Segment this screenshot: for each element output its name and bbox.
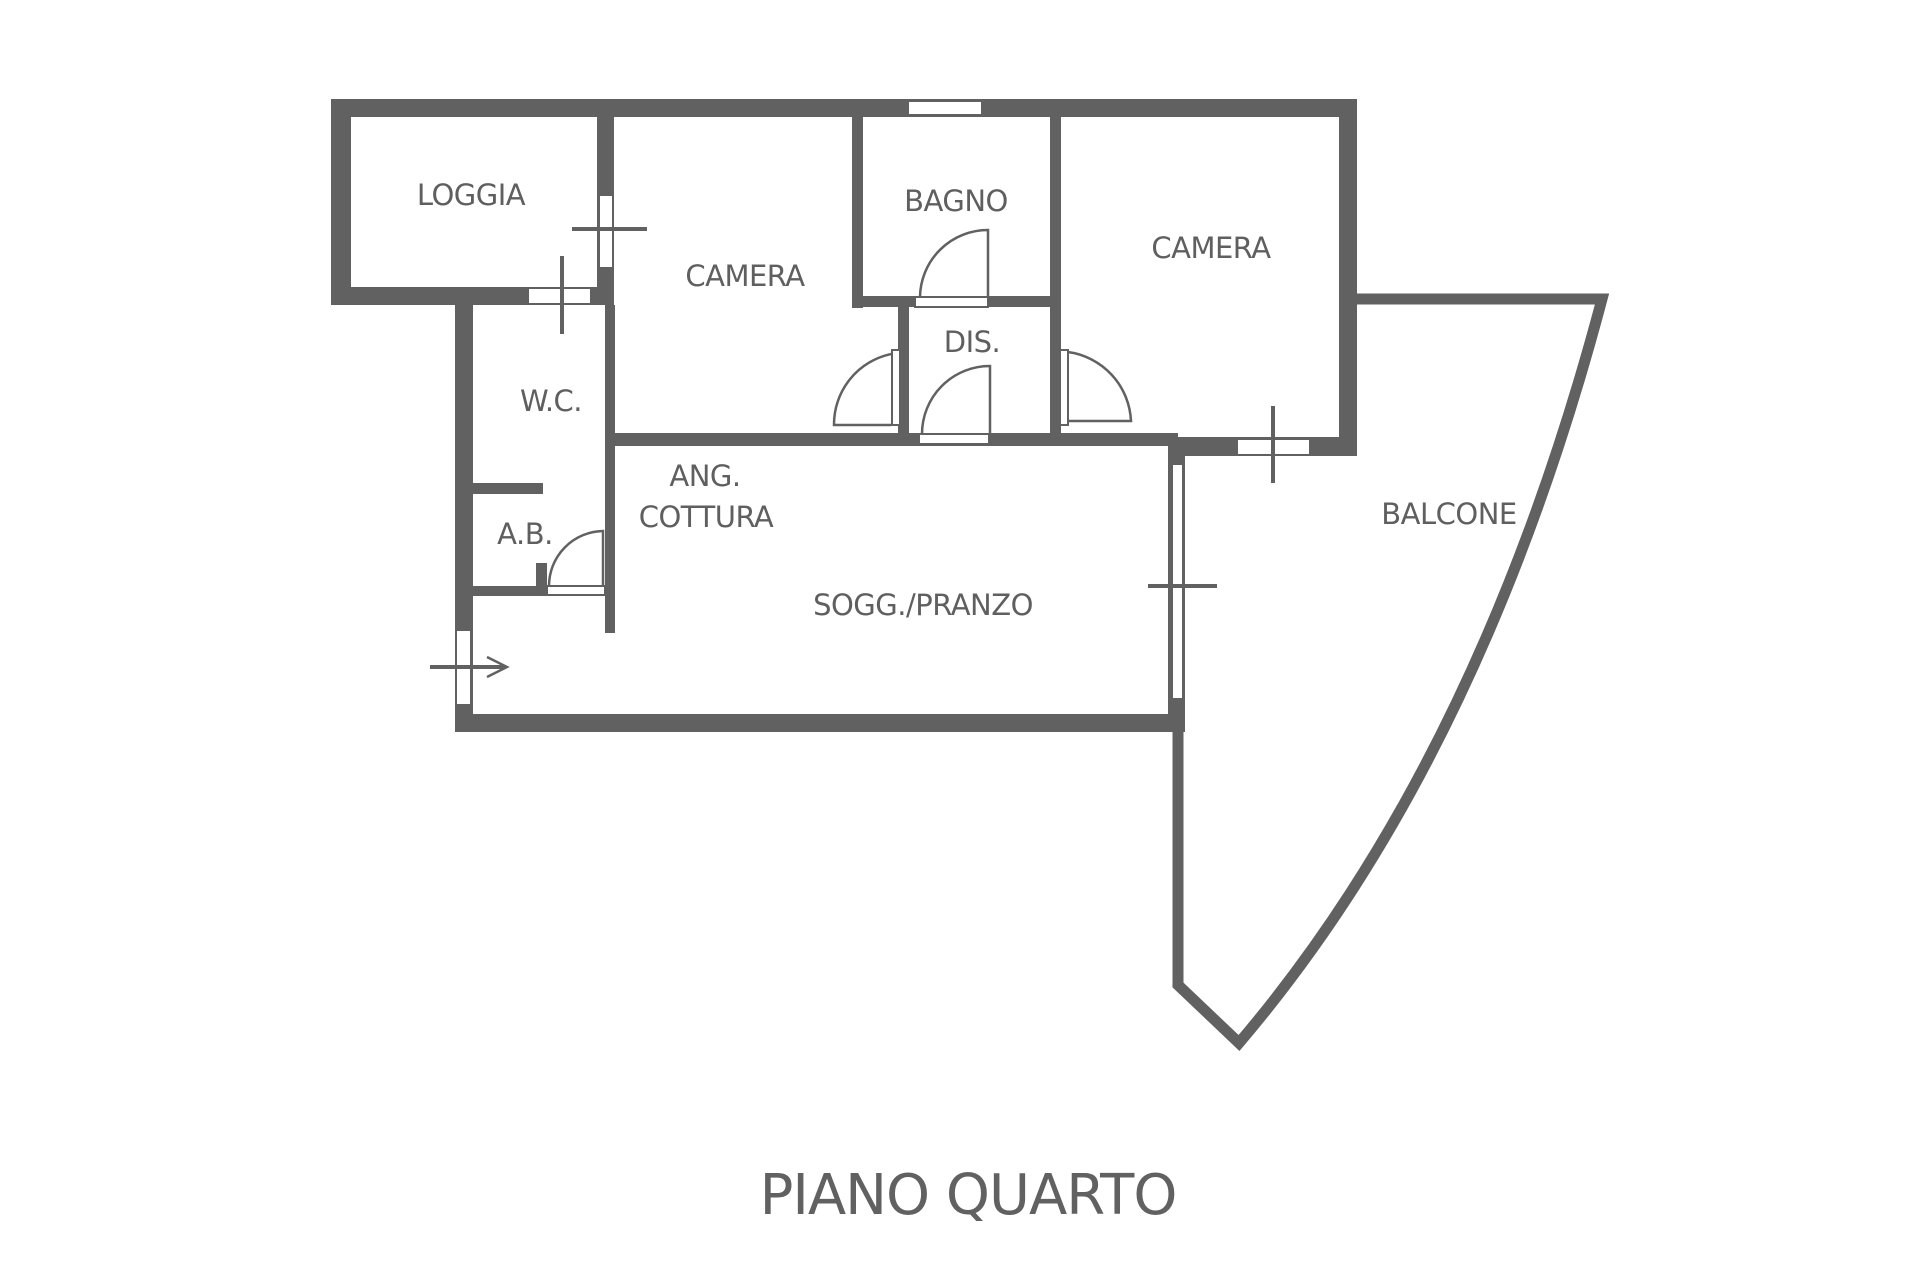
interior-walls: [460, 108, 1178, 633]
room-label-loggia: LOGGIA: [417, 178, 526, 212]
room-label-dis: DIS.: [944, 325, 1001, 359]
floor-title: PIANO QUARTO: [760, 1163, 1177, 1228]
room-label-ang: ANG.: [669, 459, 740, 493]
balcony-outline: [1172, 293, 1610, 1051]
window-icon: [527, 287, 592, 305]
room-label-wc: W.C.: [520, 384, 582, 418]
room-label-bagno: BAGNO: [904, 184, 1008, 218]
room-label-cottura: COTTURA: [639, 500, 774, 534]
door-swing-icon: [832, 352, 892, 427]
door-swing-icon: [920, 364, 992, 435]
room-labels: LOGGIA CAMERA BAGNO CAMERA DIS. W.C. ANG…: [417, 178, 1517, 622]
door-swing-icon: [547, 529, 605, 587]
window-marks: [560, 227, 1275, 588]
room-label-balcone: BALCONE: [1381, 497, 1516, 531]
room-label-camera-2: CAMERA: [1151, 231, 1271, 265]
door-swing-icon: [1067, 350, 1133, 423]
room-label-camera-1: CAMERA: [685, 259, 805, 293]
window-icon: [1171, 463, 1184, 700]
window-icon: [907, 100, 983, 116]
room-label-soggiorno: SOGG./PRANZO: [813, 588, 1033, 622]
entrance-arrow-icon: [430, 655, 510, 679]
door-swings: [547, 228, 1133, 587]
door-swing-icon: [918, 228, 990, 298]
window-icon: [598, 194, 614, 269]
room-label-ab: A.B.: [497, 517, 553, 551]
